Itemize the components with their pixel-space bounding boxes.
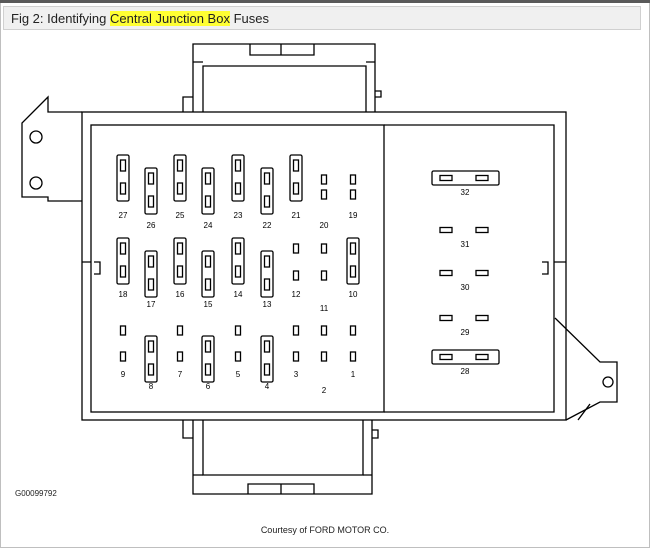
fuse-label-25: 25 xyxy=(176,211,185,220)
fuse-5 xyxy=(234,325,242,362)
fuse-label-31: 31 xyxy=(461,240,470,249)
fuse-label-29: 29 xyxy=(461,328,470,337)
fuse-label-19: 19 xyxy=(349,211,358,220)
fuse-11 xyxy=(320,243,328,281)
fuse-label-2: 2 xyxy=(322,386,327,395)
fuse-15 xyxy=(201,250,215,298)
bottom-housing xyxy=(182,420,379,495)
fuse-32 xyxy=(431,170,500,186)
fuse-label-26: 26 xyxy=(147,221,156,230)
fuse-29 xyxy=(439,314,489,322)
fuse-24 xyxy=(201,167,215,215)
fuse-shapes xyxy=(116,154,500,383)
fuse-3 xyxy=(292,325,300,362)
fuse-21 xyxy=(289,154,303,202)
fuse-label-7: 7 xyxy=(178,370,183,379)
fuse-label-28: 28 xyxy=(461,367,470,376)
fuse-27 xyxy=(116,154,130,202)
fuse-label-6: 6 xyxy=(206,382,211,391)
fuse-label-20: 20 xyxy=(320,221,329,230)
fuse-7 xyxy=(176,325,184,362)
fuse-label-9: 9 xyxy=(121,370,126,379)
fuse-4 xyxy=(260,335,274,383)
figure-credit: Courtesy of FORD MOTOR CO. xyxy=(260,525,390,535)
fuse-16 xyxy=(173,237,187,285)
fuse-label-5: 5 xyxy=(236,370,241,379)
fuse-9 xyxy=(119,325,127,362)
fuse-2 xyxy=(320,325,328,362)
fuse-label-4: 4 xyxy=(265,382,270,391)
fuse-17 xyxy=(144,250,158,298)
fuse-label-3: 3 xyxy=(294,370,299,379)
fuse-20 xyxy=(320,174,328,200)
fuse-label-22: 22 xyxy=(263,221,272,230)
fuse-label-30: 30 xyxy=(461,283,470,292)
fuse-label-24: 24 xyxy=(204,221,213,230)
fuse-label-27: 27 xyxy=(119,211,128,220)
fuse-19 xyxy=(349,174,357,200)
fuse-label-21: 21 xyxy=(292,211,301,220)
left-mounting-ear xyxy=(21,95,82,202)
caption-suffix: Fuses xyxy=(229,11,269,26)
fuse-8 xyxy=(144,335,158,383)
fuse-label-16: 16 xyxy=(176,290,185,299)
fuse-1 xyxy=(349,325,357,362)
fuse-18 xyxy=(116,237,130,285)
fuse-label-12: 12 xyxy=(292,290,301,299)
fuse-label-1: 1 xyxy=(351,370,356,379)
fuse-label-23: 23 xyxy=(234,211,243,220)
figure-id: G00099792 xyxy=(15,489,57,498)
junction-box-body xyxy=(81,111,618,421)
fuse-label-17: 17 xyxy=(147,300,156,309)
fuse-23 xyxy=(231,154,245,202)
fuse-30 xyxy=(439,269,489,277)
fuse-label-32: 32 xyxy=(461,188,470,197)
figure-header: Fig 2: Identifying Central Junction Box … xyxy=(3,6,641,30)
fuse-12 xyxy=(292,243,300,281)
fuse-10 xyxy=(346,237,360,285)
fuse-label-18: 18 xyxy=(119,290,128,299)
fuse-label-13: 13 xyxy=(263,300,272,309)
caption-highlight: Central Junction Box xyxy=(110,11,230,26)
top-housing xyxy=(182,43,382,112)
fuse-13 xyxy=(260,250,274,298)
fuse-label-10: 10 xyxy=(349,290,358,299)
fuse-22 xyxy=(260,167,274,215)
fuse-31 xyxy=(439,226,489,234)
fuse-26 xyxy=(144,167,158,215)
window-top-bar xyxy=(0,0,650,3)
fuse-28 xyxy=(431,349,500,365)
fuse-labels: 2726252423222120191817161514131211109876… xyxy=(119,188,470,395)
fuse-label-14: 14 xyxy=(234,290,243,299)
fuse-6 xyxy=(201,335,215,383)
fuse-14 xyxy=(231,237,245,285)
fuse-25 xyxy=(173,154,187,202)
figure-caption: Fig 2: Identifying Central Junction Box … xyxy=(11,11,269,26)
caption-prefix: Fig 2: Identifying xyxy=(11,11,110,26)
fuse-label-11: 11 xyxy=(320,304,329,313)
fuse-label-8: 8 xyxy=(149,382,154,391)
fuse-label-15: 15 xyxy=(204,300,213,309)
